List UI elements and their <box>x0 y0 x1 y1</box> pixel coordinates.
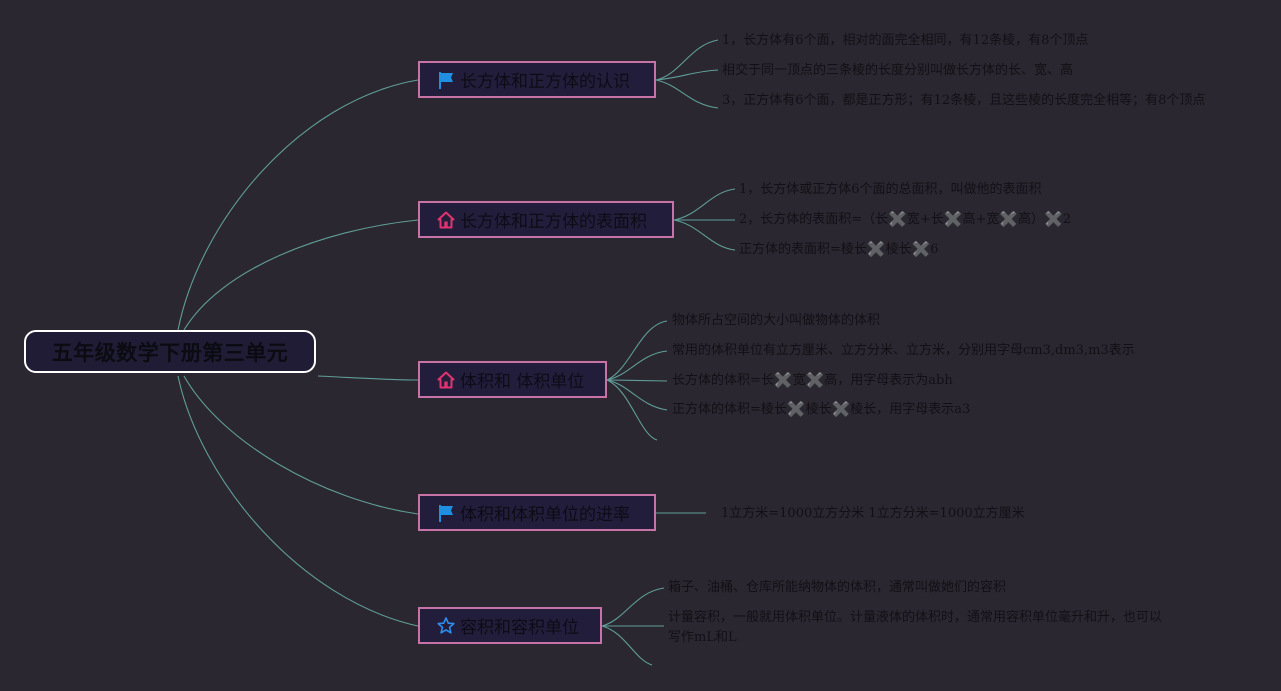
leaf-1-2: 相交于同一顶点的三条棱的长度分别叫做长方体的长、宽、高 <box>722 63 1074 78</box>
leaf-5-2: 计量容积，一般就用体积单位。计量液体的体积时，通常用容积单位毫升和升，也可以写作… <box>668 610 1163 645</box>
topic-title: 体积和 体积单位 <box>460 372 585 392</box>
connector-topic-5-leaf-3 <box>601 625 653 666</box>
topic-node-2[interactable]: 长方体和正方体的表面积 <box>418 201 674 238</box>
leaf-3-2: 常用的体积单位有立方厘米、立方分米、立方米，分别用字母cm3,dm3,m3表示 <box>672 343 1135 358</box>
multiply-icon: ✖️ <box>773 371 793 389</box>
connector-topic-1-leaf-1 <box>655 39 719 81</box>
multiply-icon: ✖️ <box>999 210 1019 228</box>
connector-root-topic-5 <box>177 375 419 627</box>
topic-node-5[interactable]: 容积和容积单位 <box>418 607 602 644</box>
topic-node-4[interactable]: 体积和体积单位的进率 <box>418 494 656 531</box>
topic-node-1[interactable]: 长方体和正方体的认识 <box>418 61 656 98</box>
leaf-3-3: 长方体的体积=长✖️宽✖️高，用字母表示为abh <box>672 371 953 389</box>
connector-topic-3-leaf-4 <box>606 379 668 411</box>
topic-node-3[interactable]: 体积和 体积单位 <box>418 361 607 398</box>
topic-title: 长方体和正方体的认识 <box>460 72 630 92</box>
connector-root-topic-2 <box>183 219 419 331</box>
multiply-icon: ✖️ <box>911 240 931 258</box>
connector-topic-3-leaf-3 <box>606 379 668 382</box>
topic-title: 体积和体积单位的进率 <box>460 505 630 525</box>
leaf-1-3: 3，正方体有6个面，都是正方形；有12条棱，且这些棱的长度完全相等；有8个顶点 <box>722 93 1206 108</box>
leaf-1-1: 1，长方体有6个面，相对的面完全相同，有12条棱，有8个顶点 <box>722 33 1089 48</box>
house-icon <box>437 371 455 388</box>
multiply-icon: ✖️ <box>888 210 907 228</box>
leaf-4-1: 1立方米=1000立方分米 1立方分米=1000立方厘米 <box>721 506 1025 521</box>
multiply-icon: ✖️ <box>805 371 825 389</box>
multiply-icon: ✖️ <box>831 400 851 418</box>
connector-topic-1-leaf-2 <box>655 69 719 81</box>
multiply-icon: ✖️ <box>943 210 963 228</box>
flag-icon <box>439 504 453 522</box>
multiply-icon: ✖️ <box>786 400 806 418</box>
connector-root-topic-1 <box>177 79 419 331</box>
root-title: 五年级数学下册第三单元 <box>51 340 289 365</box>
leaf-3-1: 物体所占空间的大小叫做物体的体积 <box>672 313 881 328</box>
leaf-5-1: 箱子、油桶、仓库所能纳物体的体积，通常叫做她们的容积 <box>668 580 1007 595</box>
connector-topic-3-leaf-2 <box>606 350 668 381</box>
leaf-2-1: 1，长方体或正方体6个面的总面积，叫做他的表面积 <box>739 182 1042 197</box>
connector-root-topic-3 <box>317 375 419 381</box>
house-icon <box>437 211 455 228</box>
leaf-2-3: 正方体的表面积=棱长✖️棱长✖️6 <box>739 240 939 258</box>
root-node[interactable]: 五年级数学下册第三单元 <box>24 330 316 373</box>
multiply-icon: ✖️ <box>866 240 886 258</box>
multiply-icon: ✖️ <box>1044 210 1063 228</box>
connector-topic-2-leaf-1 <box>673 188 736 221</box>
topic-title: 长方体和正方体的表面积 <box>460 212 647 232</box>
star-icon <box>437 616 455 634</box>
topic-title: 容积和容积单位 <box>460 618 579 638</box>
leaf-3-4: 正方体的体积=棱长✖️棱长✖️棱长，用字母表示a3 <box>672 400 971 418</box>
leaf-2-2: 2，长方体的表面积=（长✖️宽+长✖️高+宽✖️高）✖️2 <box>739 210 1072 228</box>
flag-icon <box>439 71 453 89</box>
connector-topic-3-leaf-1 <box>606 320 668 381</box>
connector-topic-2-leaf-3 <box>673 219 736 251</box>
connector-topic-3-leaf-5 <box>606 379 658 441</box>
connector-root-topic-4 <box>183 375 419 515</box>
connector-topic-1-leaf-3 <box>655 79 719 109</box>
connector-topic-5-leaf-1 <box>601 587 665 627</box>
